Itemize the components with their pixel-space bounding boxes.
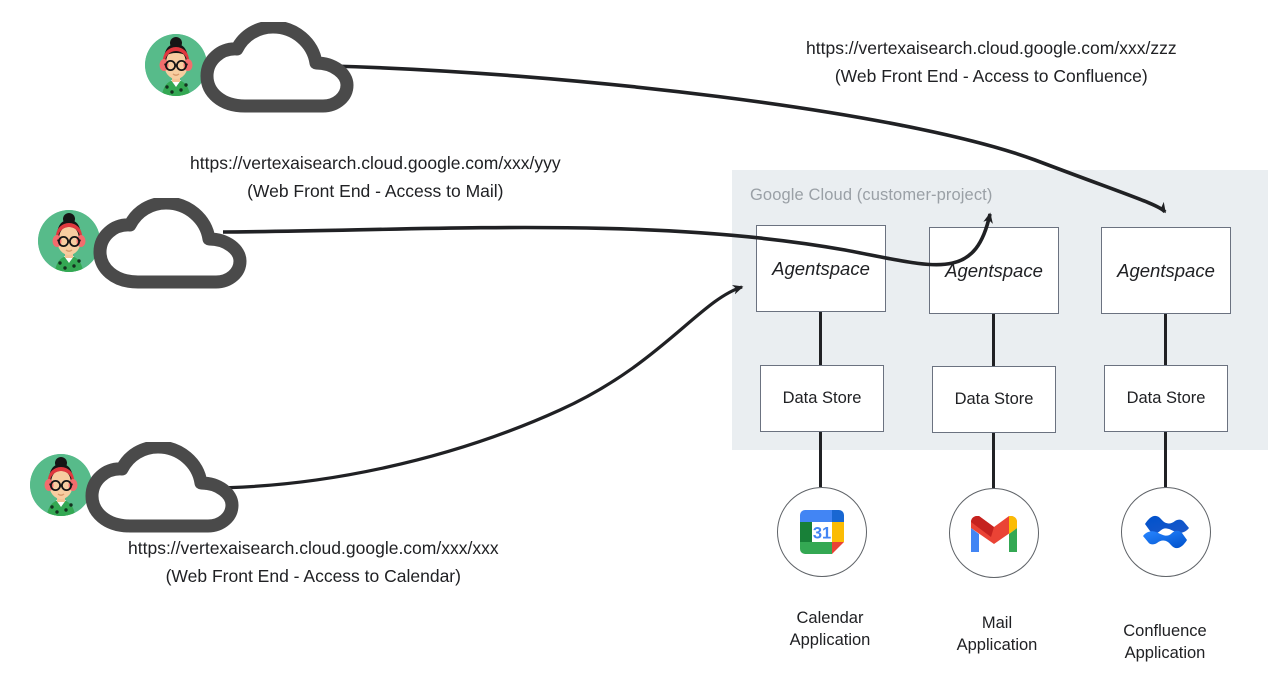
user-group-confluence[interactable] xyxy=(145,22,395,122)
app-label-line1: Mail xyxy=(981,614,1013,632)
avatar xyxy=(145,34,207,96)
arrow-user-to-agentspace-calendar xyxy=(204,284,744,490)
connector-datastore-app-3 xyxy=(1164,432,1168,487)
gmail-icon xyxy=(967,512,1021,554)
agentspace-box-calendar[interactable]: Agentspace xyxy=(756,225,886,312)
url-subtext: (Web Front End - Access to Mail) xyxy=(247,181,504,201)
confluence-icon xyxy=(1139,507,1193,557)
cloud-icon xyxy=(187,22,377,116)
avatar xyxy=(30,454,92,516)
url-caption-mail: https://vertexaisearch.cloud.google.com/… xyxy=(190,149,561,205)
app-label-confluence: Confluence Application xyxy=(1080,620,1250,664)
google-calendar-icon: 31 xyxy=(796,506,848,558)
app-label-line1: Confluence xyxy=(1123,622,1207,640)
url-text: https://vertexaisearch.cloud.google.com/… xyxy=(190,153,561,173)
connector-datastore-app-2 xyxy=(992,433,996,488)
connector-datastore-app-1 xyxy=(819,432,823,487)
app-label-line2: Application xyxy=(789,631,871,649)
url-subtext: (Web Front End - Access to Calendar) xyxy=(165,566,461,586)
connector-agentspace-datastore-3 xyxy=(1164,314,1168,365)
app-circle-confluence[interactable] xyxy=(1121,487,1211,577)
app-label-calendar: Calendar Application xyxy=(745,607,915,651)
agentspace-label: Agentspace xyxy=(1117,259,1215,281)
url-subtext: (Web Front End - Access to Confluence) xyxy=(834,66,1148,86)
url-text: https://vertexaisearch.cloud.google.com/… xyxy=(806,38,1177,58)
url-text: https://vertexaisearch.cloud.google.com/… xyxy=(128,538,499,558)
data-store-box-mail[interactable]: Data Store xyxy=(932,366,1056,433)
data-store-label: Data Store xyxy=(1126,389,1206,407)
app-circle-calendar[interactable]: 31 xyxy=(777,487,867,577)
app-label-line1: Calendar xyxy=(796,609,864,627)
cloud-icon xyxy=(72,442,262,536)
connector-agentspace-datastore-2 xyxy=(992,314,996,366)
agentspace-box-confluence[interactable]: Agentspace xyxy=(1101,227,1231,314)
user-group-calendar[interactable] xyxy=(30,442,280,542)
app-label-line2: Application xyxy=(1124,644,1206,662)
google-cloud-container-label: Google Cloud (customer-project) xyxy=(750,186,993,204)
svg-text:31: 31 xyxy=(813,525,831,543)
app-circle-mail[interactable] xyxy=(949,488,1039,578)
app-label-line2: Application xyxy=(956,636,1038,654)
app-label-mail: Mail Application xyxy=(912,612,1082,656)
user-group-mail[interactable] xyxy=(38,198,288,298)
avatar xyxy=(38,210,100,272)
cloud-icon xyxy=(80,198,270,292)
url-caption-calendar: https://vertexaisearch.cloud.google.com/… xyxy=(128,534,499,590)
data-store-label: Data Store xyxy=(782,389,862,407)
data-store-label: Data Store xyxy=(954,390,1034,408)
agentspace-label: Agentspace xyxy=(945,259,1043,281)
agentspace-label: Agentspace xyxy=(772,257,870,279)
url-caption-confluence: https://vertexaisearch.cloud.google.com/… xyxy=(806,34,1177,90)
agentspace-box-mail[interactable]: Agentspace xyxy=(929,227,1059,314)
data-store-box-calendar[interactable]: Data Store xyxy=(760,365,884,432)
connector-agentspace-datastore-1 xyxy=(819,312,823,365)
data-store-box-confluence[interactable]: Data Store xyxy=(1104,365,1228,432)
